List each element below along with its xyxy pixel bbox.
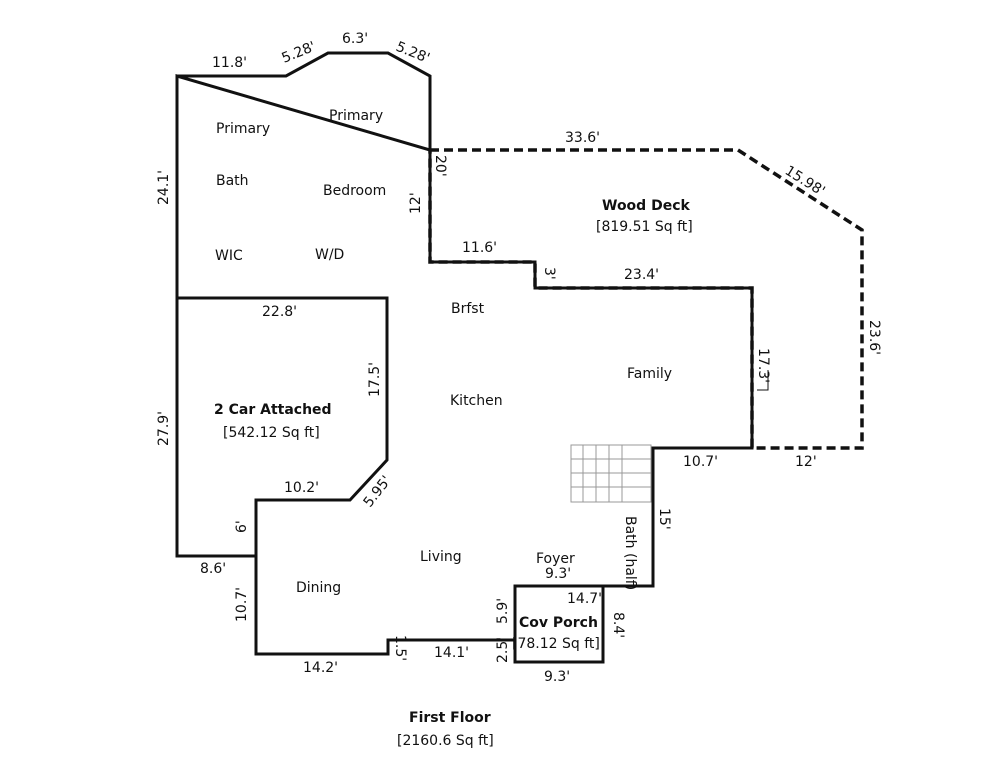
room-label-primary-bath: Primary (216, 121, 270, 137)
stairs (570, 444, 652, 503)
garage-wall (177, 296, 389, 556)
dimension-label: 17.5' (367, 362, 383, 397)
room-label-primary-bath: Bath (216, 173, 249, 189)
floor-area: [2160.6 Sq ft] (397, 733, 494, 749)
dimension-label: 12' (795, 454, 817, 470)
room-label-primary-bedroom: Primary (329, 108, 383, 124)
dimension-label: 11.6' (462, 240, 497, 256)
dimension-label: 23.6' (866, 320, 882, 355)
dimension-label: 15' (656, 508, 672, 530)
garage-area: [542.12 Sq ft] (223, 425, 320, 441)
floor-title: First Floor (409, 710, 491, 726)
porch-name: Cov Porch (519, 615, 598, 631)
dimension-label: 12' (408, 192, 424, 214)
dimension-label: 11.8' (212, 55, 247, 71)
dimension-label: 5.28' (394, 39, 432, 67)
dimension-label: 9.3' (544, 669, 570, 685)
dimension-label: 2.5' (495, 637, 511, 663)
dimension-label: 10.2' (284, 480, 319, 496)
dimension-label: 33.6' (565, 130, 600, 146)
house-outline-wall (175, 51, 754, 656)
wood-deck-outline (428, 148, 864, 450)
dimension-label: 10.7' (683, 454, 718, 470)
dimension-label: 14.1' (434, 645, 469, 661)
dimension-label: 20' (432, 155, 448, 177)
room-label-foyer: Foyer (536, 551, 575, 567)
room-label-family: Family (627, 366, 672, 382)
room-label-brfst: Brfst (451, 301, 485, 317)
dimension-label: 5.95' (361, 473, 395, 510)
dimension-tick (757, 370, 769, 391)
dimension-label: 17.3' (755, 348, 771, 383)
room-label-wic: WIC (215, 248, 243, 264)
room-label-kitchen: Kitchen (450, 393, 503, 409)
dimension-label: 8.6' (200, 561, 226, 577)
dimension-label: 27.9' (156, 411, 172, 446)
porch-outline (513, 584, 605, 664)
dimension-label: 8.4' (610, 612, 626, 638)
room-label-primary-bedroom: Bedroom (323, 183, 386, 199)
dimension-label: 5.9' (495, 598, 511, 624)
deck-area: [819.51 Sq ft] (596, 219, 693, 235)
deck-name: Wood Deck (602, 198, 690, 214)
dimension-label: 1.5' (392, 635, 408, 661)
dimension-label: 3' (541, 267, 557, 280)
porch-area: [78.12 Sq ft] (512, 636, 600, 652)
dimension-label: 10.7' (234, 587, 250, 622)
dimension-label: 23.4' (624, 267, 659, 283)
dimension-label: 14.7' (567, 591, 602, 607)
dimension-label: 22.8' (262, 304, 297, 320)
room-label-wd: W/D (315, 247, 344, 263)
dimension-label: 9.3' (545, 566, 571, 582)
dimension-label: 14.2' (303, 660, 338, 676)
room-label-bath-half: Bath (half) (622, 516, 638, 590)
dimension-label: 6.3' (342, 31, 368, 47)
room-label-dining: Dining (296, 580, 341, 596)
dimension-label: 6' (234, 520, 250, 533)
dimension-label: 24.1' (156, 170, 172, 205)
room-label-living: Living (420, 549, 462, 565)
garage-name: 2 Car Attached (214, 402, 332, 418)
